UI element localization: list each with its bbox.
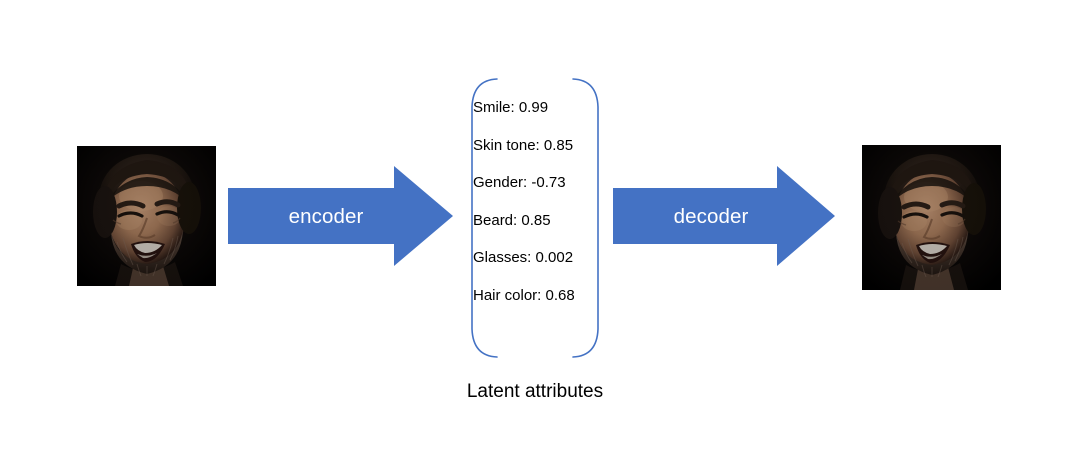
latent-attribute-smile: Smile: 0.99 (473, 99, 549, 116)
output-face-photo (862, 145, 1001, 290)
latent-attribute-gender: Gender: -0.73 (473, 174, 566, 192)
latent-attribute-beard: Beard: 0.85 (473, 211, 551, 229)
decoder-arrow (613, 166, 835, 266)
latent-attribute-skin-tone: Skin tone: 0.85 (473, 136, 574, 154)
latent-attribute-hair-color: Hair color: 0.68 (473, 286, 575, 304)
latent-attribute-list: Smile: 0.99 Skin tone: 0.85 Gender: -0.7… (473, 100, 603, 326)
latent-bracket (459, 77, 611, 359)
latent-attributes-caption: Latent attributes (466, 381, 604, 402)
encoder-arrow (228, 166, 453, 266)
input-face-photo (77, 146, 216, 286)
latent-attribute-glasses: Glasses: 0.002 (473, 249, 574, 267)
